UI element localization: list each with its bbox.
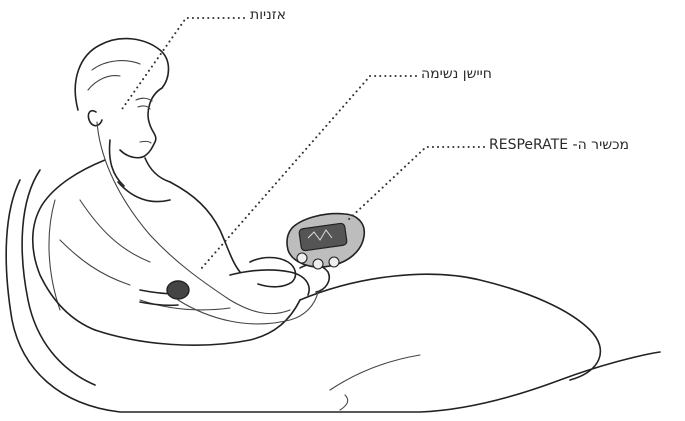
shirt-fold-2 (60, 240, 130, 285)
earphones-label: אזניות (250, 7, 286, 23)
shirt-right (170, 182, 240, 272)
device-button-right (329, 257, 339, 267)
device-label: מכשיר ה- RESPeRATE (489, 137, 629, 153)
leader-device (348, 147, 484, 220)
device-button-middle (313, 259, 323, 269)
device-button-left (297, 253, 307, 263)
leader-earphones (120, 18, 244, 112)
ear (88, 111, 102, 126)
breathing-sensor-label: חיישן נשימה (421, 66, 492, 82)
mouth (140, 141, 151, 143)
sensor-belt-lower (140, 302, 178, 305)
neck (110, 140, 170, 186)
arm-upper (95, 300, 300, 345)
shirt-left (33, 160, 105, 330)
shirt-fold-1 (80, 200, 150, 262)
shirt-collar (118, 182, 170, 202)
breathing-sensor (167, 281, 189, 299)
chair-armrest (300, 274, 600, 380)
chair-fold-2 (340, 395, 348, 410)
hair-strands (88, 61, 140, 90)
chair-back-left (22, 170, 95, 385)
hair (75, 39, 168, 110)
arm-lower (230, 270, 309, 295)
sensor-cable (178, 292, 318, 324)
eyebrow (136, 98, 152, 101)
chair-seat-fold (330, 355, 420, 390)
